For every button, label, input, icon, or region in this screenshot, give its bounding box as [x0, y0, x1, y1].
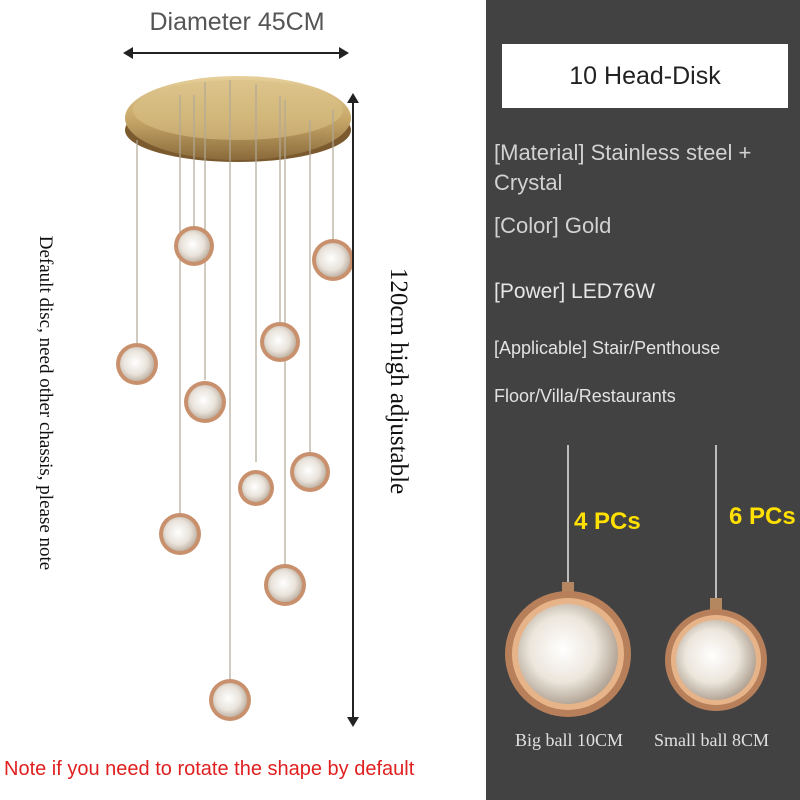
spec-panel: 10 Head-Disk [Material] Stainless steel …: [486, 0, 800, 800]
spec-power: [Power] LED76W: [494, 280, 656, 303]
chandelier-illustration: [116, 76, 354, 721]
height-dimension-arrow: [347, 93, 359, 727]
chassis-note: Default disc, need other chassis, please…: [35, 235, 56, 571]
big-ball-icon: [505, 582, 631, 717]
pendant-balls: [116, 226, 354, 721]
small-ball-quantity: 6 PCs: [729, 503, 796, 530]
small-ball-label: Small ball 8CM: [654, 730, 770, 750]
spec-applicable: [Applicable] Stair/Penthouse: [494, 338, 721, 358]
diameter-dimension-arrow: [123, 47, 349, 59]
small-ball-icon: [665, 598, 767, 711]
ball-size-illustration: [505, 445, 767, 717]
title-box: 10 Head-Disk: [502, 44, 788, 108]
big-ball-label: Big ball 10CM: [515, 730, 624, 750]
hanging-wires: [136, 80, 334, 680]
product-diagram-panel: Diameter 45CM: [4, 8, 415, 780]
spec-material: [Material] Stainless steel + Crystal: [494, 140, 752, 195]
spec-applicable-continued: Floor/Villa/Restaurants: [494, 386, 676, 406]
ceiling-disc: [125, 76, 351, 162]
product-title: 10 Head-Disk: [569, 61, 721, 90]
height-label: 120cm high adjustable: [385, 267, 412, 495]
rotation-note: Note if you need to rotate the shape by …: [4, 758, 415, 780]
diameter-label: Diameter 45CM: [149, 8, 325, 36]
spec-color: [Color] Gold: [494, 213, 612, 238]
big-ball-quantity: 4 PCs: [574, 508, 641, 535]
